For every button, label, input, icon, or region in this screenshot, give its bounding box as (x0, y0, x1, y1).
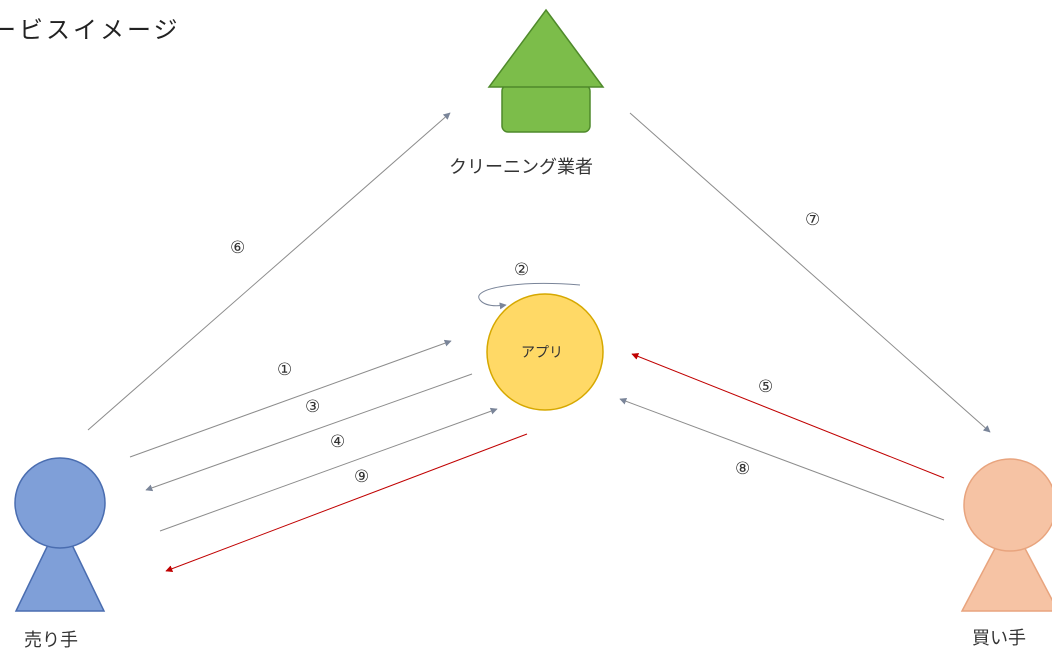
arrow-4 (159, 407, 498, 532)
arrow-7 (629, 112, 991, 433)
buyer-person-icon (960, 458, 1052, 612)
buyer-label: 買い手 (972, 628, 1026, 649)
step-7-label: ⑦ (805, 210, 821, 230)
step-3-label: ③ (305, 397, 321, 417)
arrow-9 (165, 433, 528, 573)
step-5-label: ⑤ (758, 377, 774, 397)
step-2-label: ② (514, 260, 530, 280)
seller-person-icon (14, 457, 106, 612)
arrow-3 (145, 373, 473, 492)
house-icon (487, 8, 605, 133)
seller-label: 売り手 (24, 630, 78, 651)
step-1-label: ① (277, 360, 293, 380)
page-title: ービスイメージ (0, 16, 181, 44)
arrow-2 (478, 283, 581, 310)
step-6-label: ⑥ (230, 238, 246, 258)
app-label: アプリ (521, 345, 563, 361)
app-circle (486, 293, 604, 411)
step-9-label: ⑨ (354, 467, 370, 487)
step-4-label: ④ (330, 432, 346, 452)
cleaning-company-label: クリーニング業者 (449, 157, 593, 178)
arrow-6 (87, 112, 451, 431)
arrow-1 (129, 339, 452, 458)
arrow-8 (619, 397, 945, 521)
arrow-5 (631, 353, 945, 479)
step-8-label: ⑧ (735, 459, 751, 479)
